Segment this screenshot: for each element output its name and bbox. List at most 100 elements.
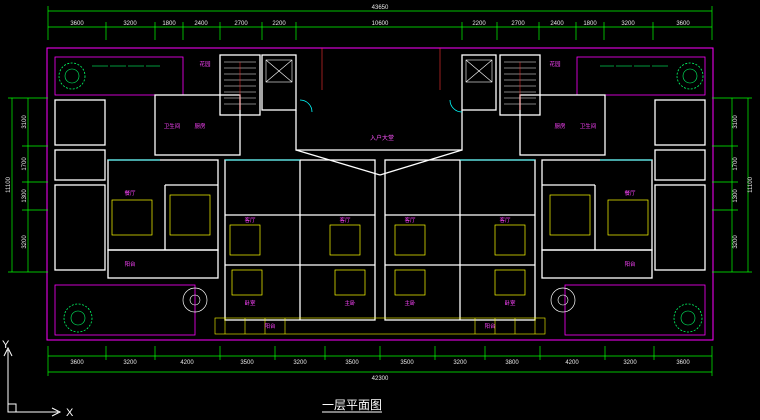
dining-table-icon [111,199,153,236]
sofa-icon [229,224,261,256]
tree-icon [680,310,696,326]
room-label: 花园 [199,60,211,68]
dim-text: 1800 [583,21,597,27]
x-axis-label: X [66,407,74,419]
bottom-dims: 3600 3200 4200 3500 3200 3500 3500 3200 … [70,360,690,366]
top-dimension-chain [47,6,713,40]
sofa-icon [494,224,526,256]
bottom-dimension-chain [47,346,713,376]
dim-text: 3200 [123,360,137,366]
dim-text: 4200 [180,360,194,366]
dim-text: 3500 [240,360,254,366]
dim-text: 3200 [453,360,467,366]
bed-icon [394,269,426,296]
dim-text: 3200 [621,21,635,27]
dim-text: 3200 [623,360,637,366]
drawing-title: 一层平面图 [322,398,382,412]
entrance-lobby-label: 入户大堂 [370,134,394,142]
tree-icon [673,303,703,333]
dim-text: 2200 [472,21,486,27]
right-garden-top [576,56,706,96]
patio-table-icon [182,287,208,313]
room-label: 厨房 [554,122,566,130]
dim-text: 2700 [511,21,525,27]
dim-text: 3200 [733,235,739,249]
tree-icon [64,68,80,84]
stair-left [224,61,256,110]
dim-text: 1800 [162,21,176,27]
top-dims-right: 2200 2700 2400 1800 3200 3600 [472,21,690,27]
sofa-icon [169,194,211,236]
center-span-dimension: 10600 [372,21,389,27]
room-label: 客厅 [244,216,256,224]
room-label: 卫生间 [580,122,597,130]
bed-icon [334,269,366,296]
left-garden-top [54,56,184,96]
right-vtotal-dimension: 11100 [748,176,754,192]
room-label: 主卧 [404,299,416,307]
room-label: 卫生间 [164,122,181,130]
left-garden-bottom [54,284,208,336]
room-label: 餐厅 [124,189,136,197]
dim-text: 3800 [505,360,519,366]
elevator-left [265,59,293,83]
room-label: 阳台 [484,322,496,330]
dim-text: 2200 [272,21,286,27]
right-vertical-dimensions [712,97,752,273]
tree-icon [682,68,698,84]
center-units-walls [224,159,536,321]
top-dims-left: 3600 3200 1800 2400 2700 2200 [70,21,286,27]
sofa-icon [549,194,591,236]
dim-text: 3100 [22,115,28,129]
dim-text: 2400 [550,21,564,27]
dim-text: 3600 [676,21,690,27]
room-label: 餐厅 [624,189,636,197]
dim-text: 3600 [70,21,84,27]
site-boundary [46,47,714,341]
ucs-axis-icon [3,346,62,417]
balcony-strip [214,317,546,335]
room-label: 阳台 [624,260,636,268]
dim-text: 3200 [123,21,137,27]
dim-text: 3200 [22,235,28,249]
room-label: 花园 [549,60,561,68]
dim-text: 2400 [194,21,208,27]
dim-text: 1700 [733,157,739,171]
right-unit-walls [461,54,706,279]
tree-icon [63,303,93,333]
elevator-right [465,59,493,83]
dim-text: 2700 [234,21,248,27]
dim-text: 4200 [565,360,579,366]
dim-text: 3600 [676,360,690,366]
patio-table-icon [550,287,576,313]
room-label: 客厅 [499,216,511,224]
sofa-icon [394,224,426,256]
room-label: 主卧 [344,299,356,307]
dim-text: 1300 [22,189,28,203]
room-label: 卧室 [504,299,516,307]
dim-text: 3100 [733,115,739,129]
dim-text: 3200 [293,360,307,366]
bed-icon [494,269,526,296]
bottom-total-dimension: 42300 [372,376,389,382]
tree-icon [58,62,86,90]
right-garden-bottom [550,284,706,336]
tree-icon [676,62,704,90]
stair-right [504,61,536,110]
furniture [111,194,649,296]
dim-text: 1300 [733,189,739,203]
dim-text: 3600 [70,360,84,366]
dim-text: 3500 [400,360,414,366]
top-total-dimension: 43650 [372,5,389,11]
sofa-icon [329,224,361,256]
room-label: 厨房 [194,122,206,130]
room-label: 客厅 [339,216,351,224]
y-axis-label: Y [2,339,10,351]
dim-text: 1700 [22,157,28,171]
doors-windows [108,99,652,161]
room-label: 客厅 [404,216,416,224]
room-label: 卧室 [244,299,256,307]
dining-table-icon [607,199,649,236]
room-labels: 客厅 客厅 客厅 客厅 餐厅 餐厅 卧室 主卧 主卧 卧室 厨房 厨房 卫生间 … [124,60,636,330]
